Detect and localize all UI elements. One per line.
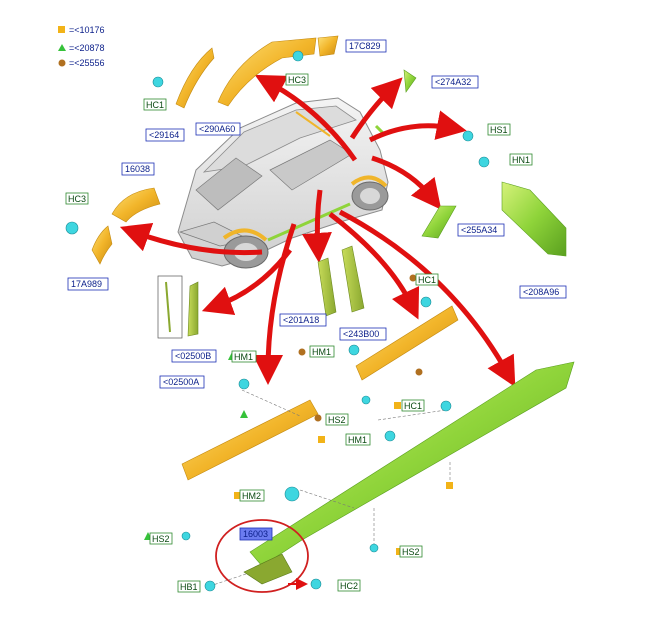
label-290A60: <290A60 bbox=[195, 122, 241, 136]
clip-icon bbox=[478, 156, 490, 168]
legend-item-2: =<20878 bbox=[69, 43, 105, 53]
svg-text:HS2: HS2 bbox=[152, 534, 170, 544]
label-255A34: <255A34 bbox=[457, 223, 505, 237]
label-16038: 16038 bbox=[121, 162, 155, 176]
label-hn1: HN1 bbox=[509, 153, 533, 166]
svg-text:HC2: HC2 bbox=[340, 581, 358, 591]
pillar-trims bbox=[157, 245, 365, 339]
svg-text:17A989: 17A989 bbox=[71, 279, 102, 289]
rear-side-panel bbox=[421, 181, 567, 257]
label-hm1-left: HM1 bbox=[231, 350, 257, 363]
legend-item-3: =<25556 bbox=[69, 58, 105, 68]
label-hc3-top: HC3 bbox=[285, 73, 309, 86]
svg-text:HC1: HC1 bbox=[404, 401, 422, 411]
label-hm1-low: HM1 bbox=[345, 433, 371, 446]
clip-icon bbox=[204, 580, 216, 592]
svg-text:HM1: HM1 bbox=[234, 352, 253, 362]
svg-text:HS2: HS2 bbox=[328, 415, 346, 425]
svg-text:HB1: HB1 bbox=[180, 582, 198, 592]
label-hc1-low: HC1 bbox=[401, 399, 425, 412]
clip-icons bbox=[65, 50, 490, 592]
clip-icon bbox=[361, 395, 371, 405]
svg-text:HS2: HS2 bbox=[402, 547, 420, 557]
label-hc1-top: HC1 bbox=[143, 98, 167, 111]
svg-text:<290A60: <290A60 bbox=[199, 124, 235, 134]
svg-text:HC1: HC1 bbox=[146, 100, 164, 110]
label-hc2: HC2 bbox=[337, 579, 361, 592]
label-hc1-mid: HC1 bbox=[415, 273, 439, 286]
highlight-circle bbox=[215, 519, 309, 593]
clip-icon bbox=[348, 344, 360, 356]
label-hm1-mid: HM1 bbox=[309, 345, 335, 358]
label-hc3-left: HC3 bbox=[65, 192, 89, 205]
label-17A989: 17A989 bbox=[67, 277, 109, 291]
svg-text:<02500A: <02500A bbox=[163, 377, 199, 387]
wheel-arch-front bbox=[91, 187, 161, 265]
label-02500A: <02500A bbox=[159, 375, 205, 389]
label-hs2-mid: HS2 bbox=[325, 413, 349, 426]
label-hs2-right: HS2 bbox=[399, 545, 423, 558]
svg-text:HC1: HC1 bbox=[418, 275, 436, 285]
label-208A96: <208A96 bbox=[519, 285, 567, 299]
clip-icon bbox=[284, 486, 300, 502]
svg-text:<02500B: <02500B bbox=[175, 351, 211, 361]
svg-text:<243B00: <243B00 bbox=[343, 329, 379, 339]
clip-icon bbox=[369, 543, 379, 553]
part-labels: <29164 <290A60 17C829 <274A32 16038 17A9… bbox=[67, 39, 567, 541]
fastener-labels: HC1 HC3 HC3 HS1 HN1 HC1 HM1 HM1 HS2 HC1 … bbox=[65, 73, 533, 593]
clip-icon bbox=[420, 296, 432, 308]
svg-text:HC3: HC3 bbox=[68, 194, 86, 204]
label-hm2: HM2 bbox=[239, 489, 265, 502]
wheel-arch-rear-upper bbox=[175, 35, 417, 109]
clip-icon bbox=[238, 378, 250, 390]
svg-text:HM1: HM1 bbox=[312, 347, 331, 357]
svg-text:16003: 16003 bbox=[243, 529, 268, 539]
label-16003: 16003 bbox=[239, 527, 273, 541]
svg-text:HC3: HC3 bbox=[288, 75, 306, 85]
label-hb1: HB1 bbox=[177, 580, 201, 593]
car-illustration bbox=[177, 97, 389, 269]
svg-text:<274A32: <274A32 bbox=[435, 77, 471, 87]
svg-text:<208A96: <208A96 bbox=[523, 287, 559, 297]
sill-molding-left bbox=[181, 305, 459, 481]
label-02500B: <02500B bbox=[171, 349, 217, 363]
svg-text:<29164: <29164 bbox=[149, 130, 179, 140]
clip-icon bbox=[181, 531, 191, 541]
legend: =<10176 =<20878 =<25556 bbox=[58, 25, 105, 68]
sill-molding-right bbox=[243, 361, 575, 585]
clip-icon bbox=[384, 430, 396, 442]
legend-item-1: =<10176 bbox=[69, 25, 105, 35]
clip-icon bbox=[65, 221, 79, 235]
svg-text:HN1: HN1 bbox=[512, 155, 530, 165]
svg-text:<255A34: <255A34 bbox=[461, 225, 497, 235]
svg-text:<201A18: <201A18 bbox=[283, 315, 319, 325]
clip-icon bbox=[310, 578, 322, 590]
label-201A18: <201A18 bbox=[279, 313, 327, 327]
legend-square-icon bbox=[58, 26, 65, 33]
clip-icon bbox=[152, 76, 164, 88]
svg-text:HS1: HS1 bbox=[490, 125, 508, 135]
label-243B00: <243B00 bbox=[339, 327, 387, 341]
leader-lines bbox=[209, 389, 451, 587]
label-17C829: 17C829 bbox=[345, 39, 387, 53]
svg-text:HM2: HM2 bbox=[242, 491, 261, 501]
label-hs1: HS1 bbox=[487, 123, 511, 136]
svg-text:16038: 16038 bbox=[125, 164, 150, 174]
label-hs2-left: HS2 bbox=[149, 532, 173, 545]
clip-icon bbox=[292, 50, 304, 62]
svg-text:HM1: HM1 bbox=[348, 435, 367, 445]
svg-text:17C829: 17C829 bbox=[349, 41, 381, 51]
clip-icon bbox=[440, 400, 452, 412]
label-29164: <29164 bbox=[145, 128, 185, 142]
label-274A32: <274A32 bbox=[431, 75, 479, 89]
small-markers bbox=[144, 274, 453, 555]
legend-circle-icon bbox=[58, 59, 66, 67]
clip-icon bbox=[462, 130, 474, 142]
legend-triangle-icon bbox=[58, 44, 66, 51]
